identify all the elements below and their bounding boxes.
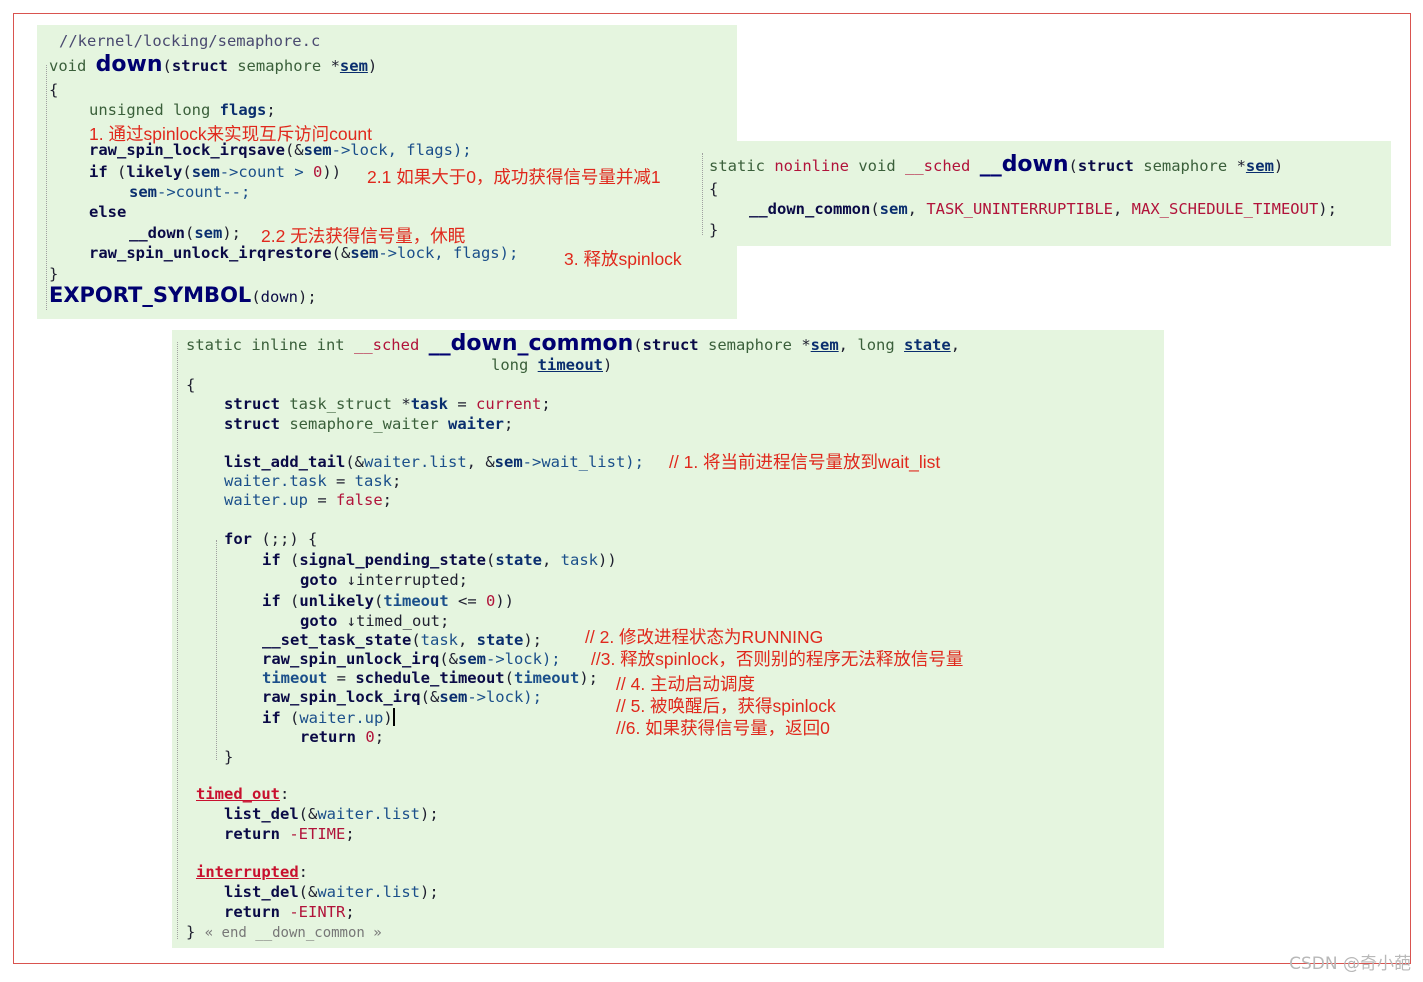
if-likely-line: if (likely(sem->count > 0)) bbox=[89, 163, 342, 181]
code-panel-down: //kernel/locking/semaphore.c void down(s… bbox=[37, 25, 737, 319]
label-timed-out: timed_out: bbox=[196, 785, 290, 803]
down-call: __down(sem); bbox=[129, 224, 242, 242]
unlock-line: raw_spin_unlock_irqrestore(&sem->lock, f… bbox=[89, 244, 519, 262]
open-brace: { bbox=[186, 376, 196, 394]
waiter-up-line: waiter.up = false; bbox=[224, 491, 393, 509]
open-brace: { bbox=[709, 180, 719, 198]
else-line: else bbox=[89, 203, 127, 221]
text-cursor bbox=[392, 708, 395, 726]
fold-guide bbox=[177, 342, 178, 939]
for-loop: for (;;) { bbox=[224, 530, 318, 548]
annotation-1: 1. 通过spinlock来实现互斥访问count bbox=[89, 124, 372, 144]
annotation-2-2: 2.2 无法获得信号量，休眠 bbox=[261, 226, 466, 246]
function-signature: static inline int __sched __down_common(… bbox=[186, 331, 961, 356]
count-decrement: sem->count--; bbox=[129, 183, 251, 201]
waiter-task-line: waiter.task = task; bbox=[224, 472, 402, 490]
open-brace: { bbox=[49, 81, 59, 99]
return-etime: return -ETIME; bbox=[224, 825, 355, 843]
outer-frame bbox=[13, 13, 1411, 964]
goto-timed-out: goto ↓timed_out; bbox=[300, 612, 450, 630]
return-eintr: return -EINTR; bbox=[224, 903, 355, 921]
annotation-5: // 5. 被唤醒后，获得spinlock bbox=[616, 696, 836, 716]
goto-interrupted: goto ↓interrupted; bbox=[300, 571, 469, 589]
lock-line: raw_spin_lock_irqsave(&sem->lock, flags)… bbox=[89, 141, 472, 159]
list-del-line: list_del(&waiter.list); bbox=[224, 883, 439, 901]
end-marker: « end __down_common » bbox=[204, 925, 382, 941]
annotation-4: // 4. 主动启动调度 bbox=[616, 674, 756, 694]
fold-guide bbox=[702, 153, 703, 235]
function-signature: static noinline void __sched __down(stru… bbox=[709, 152, 1284, 177]
list-add-line: list_add_tail(&waiter.list, &sem->wait_l… bbox=[224, 453, 644, 471]
file-path-comment: //kernel/locking/semaphore.c bbox=[59, 32, 321, 50]
schedule-timeout-line: timeout = schedule_timeout(timeout); bbox=[262, 669, 598, 687]
if-signal-line: if (signal_pending_state(state, task)) bbox=[262, 551, 617, 569]
export-line: EXPORT_SYMBOL(down); bbox=[49, 283, 317, 307]
list-del-line: list_del(&waiter.list); bbox=[224, 805, 439, 823]
task-decl: struct task_struct *task = current; bbox=[224, 395, 551, 413]
label-interrupted: interrupted: bbox=[196, 863, 308, 881]
set-task-state-line: __set_task_state(task, state); bbox=[262, 631, 542, 649]
code-panel-__down: static noinline void __sched __down(stru… bbox=[698, 141, 1391, 246]
close-brace: } bbox=[709, 221, 719, 239]
annotation-6: //6. 如果获得信号量，返回0 bbox=[616, 718, 830, 738]
if-unlikely-line: if (unlikely(timeout <= 0)) bbox=[262, 592, 515, 610]
annotation-2: // 2. 修改进程状态为RUNNING bbox=[585, 627, 824, 647]
unlock-irq-line: raw_spin_unlock_irq(&sem->lock); bbox=[262, 650, 561, 668]
annotation-2-1: 2.1 如果大于0，成功获得信号量并减1 bbox=[367, 167, 661, 187]
return-zero: return 0; bbox=[300, 728, 385, 746]
lock-irq-line: raw_spin_lock_irq(&sem->lock); bbox=[262, 688, 542, 706]
down-common-call: __down_common(sem, TASK_UNINTERRUPTIBLE,… bbox=[749, 200, 1337, 218]
if-waiter-up-line: if (waiter.up) bbox=[262, 708, 395, 727]
function-signature: void down(struct semaphore *sem) bbox=[49, 52, 378, 77]
close-brace: } « end __down_common » bbox=[186, 923, 382, 941]
fold-guide bbox=[46, 65, 47, 310]
annotation-1: // 1. 将当前进程信号量放到wait_list bbox=[669, 452, 941, 472]
annotation-3: 3. 释放spinlock bbox=[564, 249, 682, 269]
annotation-3: //3. 释放spinlock，否则别的程序无法释放信号量 bbox=[591, 649, 964, 669]
code-panel-__down_common: static inline int __sched __down_common(… bbox=[172, 330, 1164, 948]
for-close-brace: } bbox=[224, 748, 234, 766]
flags-decl: unsigned long flags; bbox=[89, 101, 276, 119]
signature-continuation: long timeout) bbox=[491, 356, 613, 374]
fold-guide-for bbox=[216, 540, 217, 760]
close-brace: } bbox=[49, 265, 59, 283]
waiter-decl: struct semaphore_waiter waiter; bbox=[224, 415, 514, 433]
watermark: CSDN @奇小葩 bbox=[1289, 954, 1411, 974]
